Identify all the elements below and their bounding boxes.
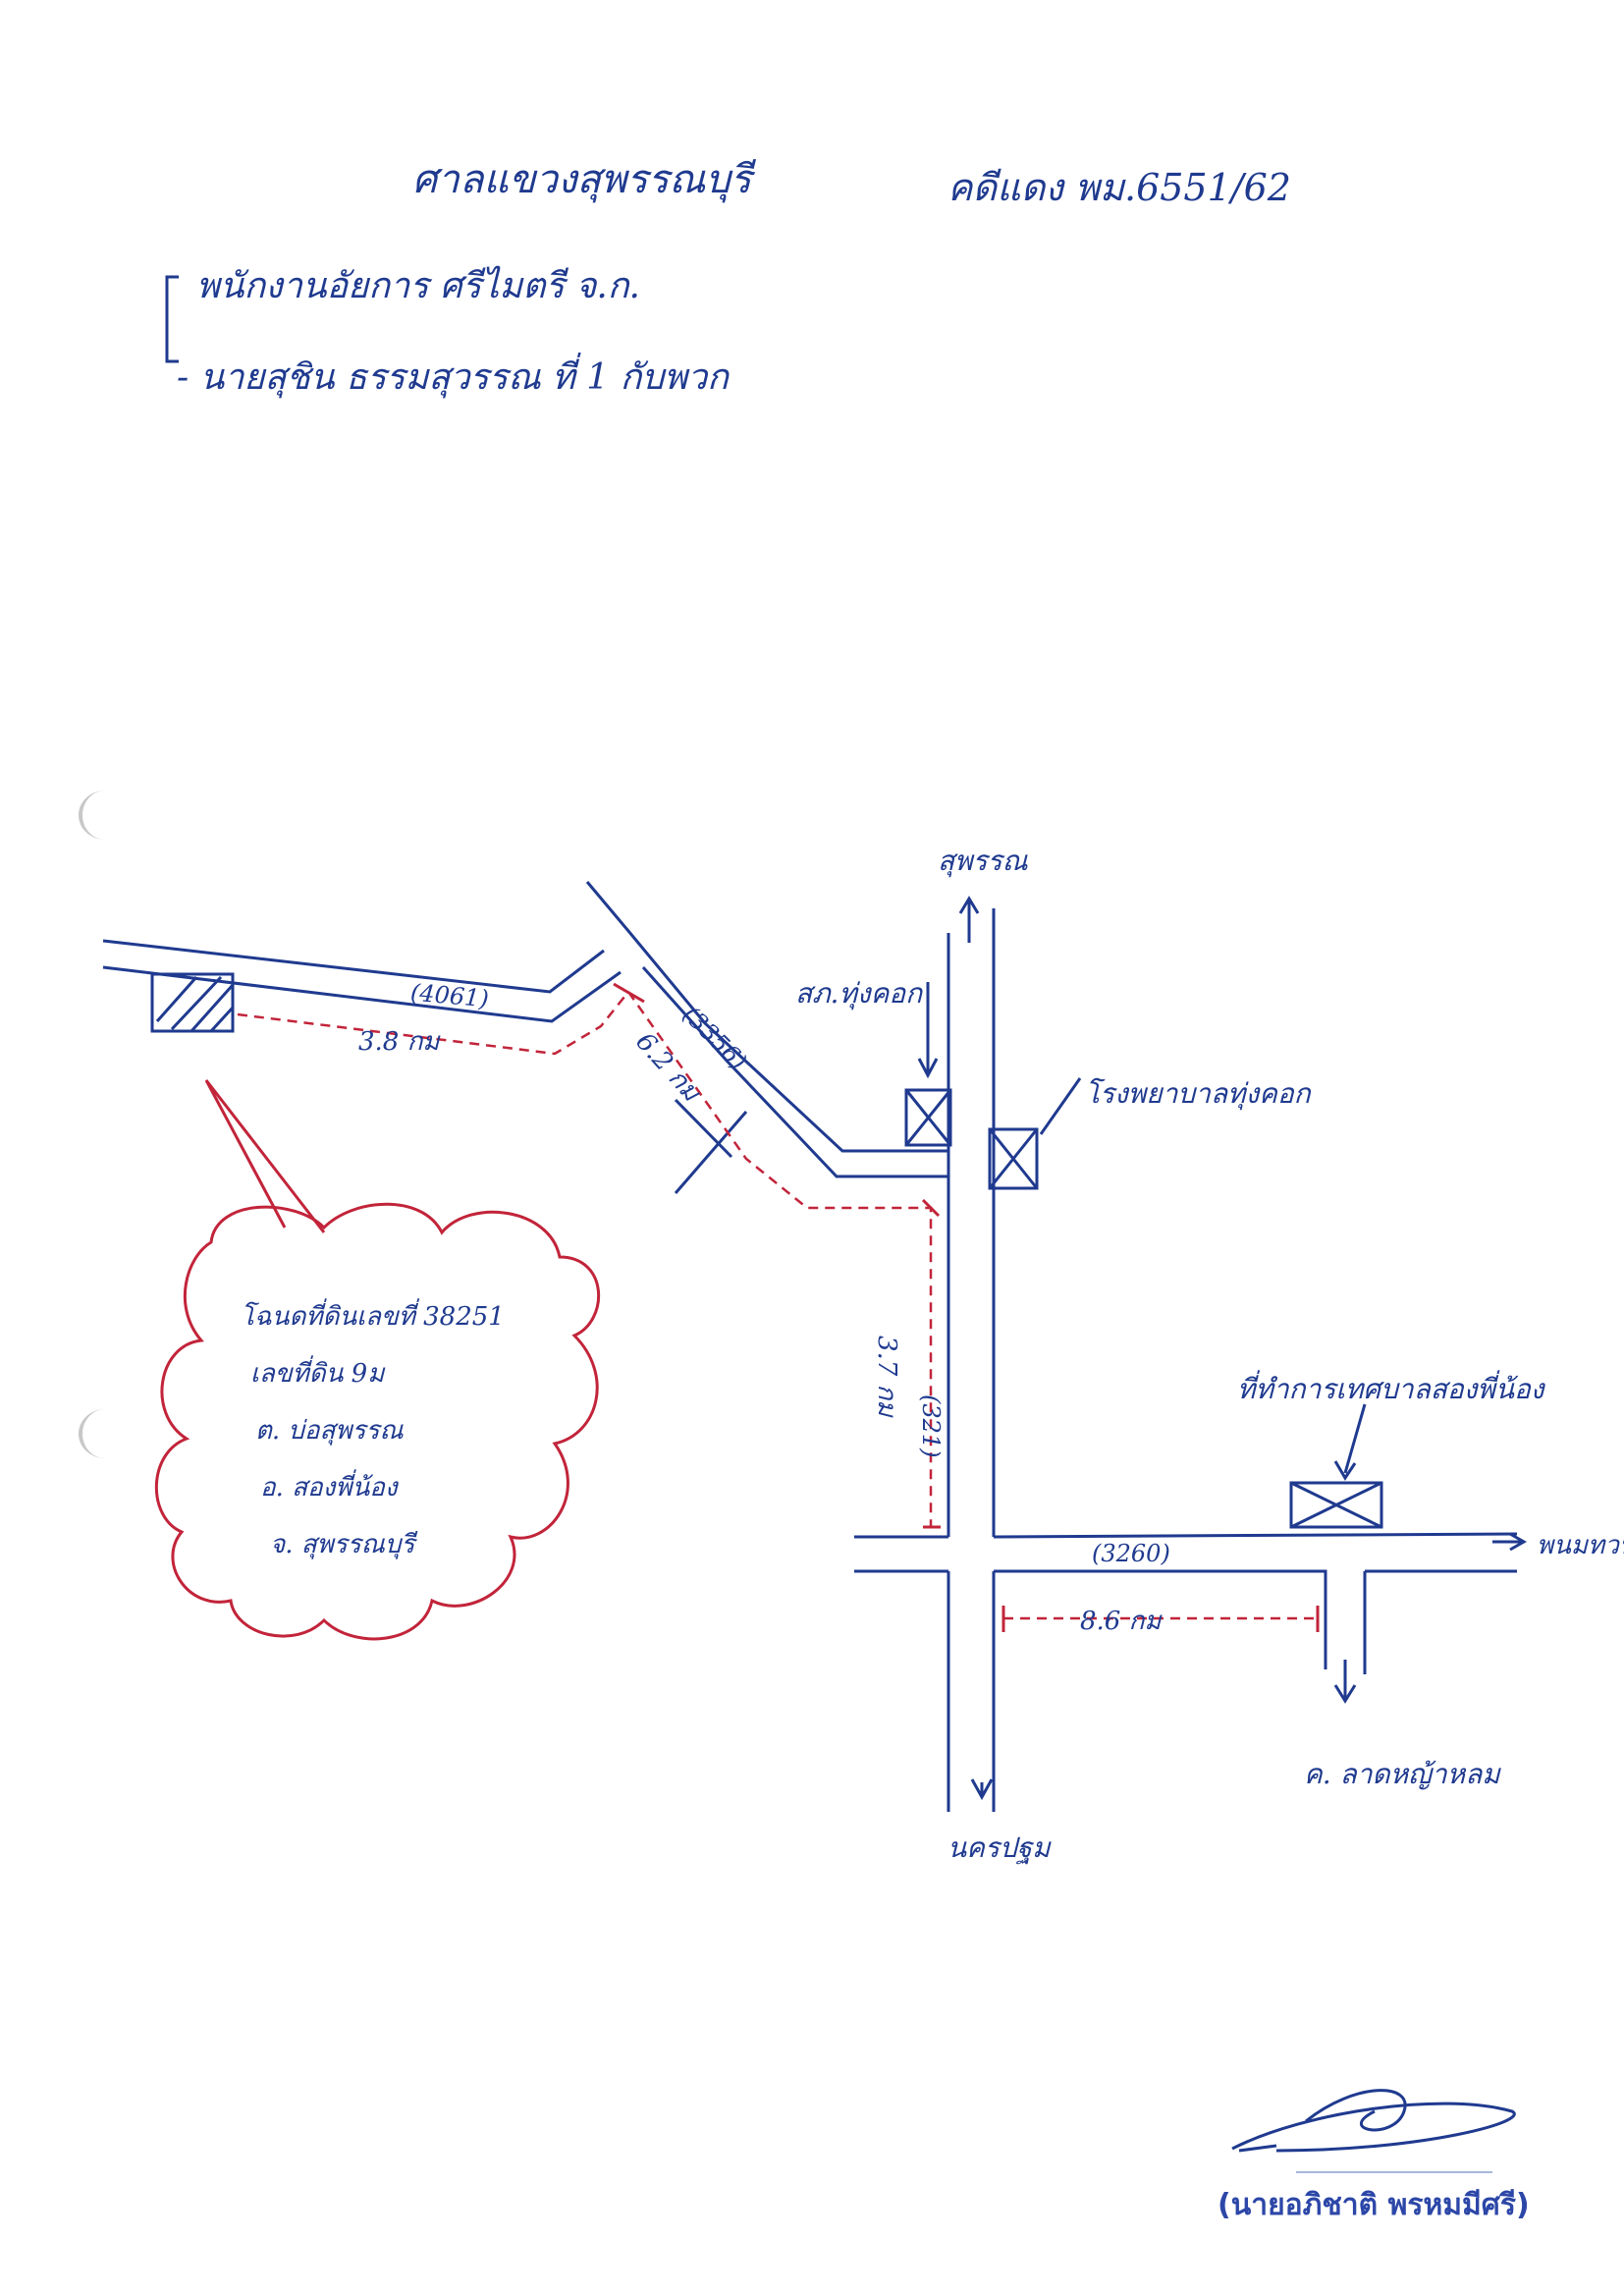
scene-box [1289, 1481, 1383, 1529]
arrow-east-icon [1492, 1532, 1528, 1552]
place-north: สุพรรณ [938, 845, 1028, 877]
distance-end-ticks [1001, 1606, 1320, 1632]
police-station-box [904, 1088, 952, 1147]
road-3356-upper [585, 881, 947, 1153]
party-line-2: - นายสุชิน ธรรมสุวรรณ ที่ 1 กับพวก [177, 357, 729, 398]
cloud-pointer-2 [204, 1079, 326, 1233]
cloud-line-1: โฉนดที่ดินเลขที่ 38251 [241, 1302, 505, 1332]
road-3260-east-upper [993, 1532, 1518, 1539]
cloud-line-4: อ. สองพี่น้อง [260, 1473, 398, 1502]
district-south-label: ค. ลาดหญ้าหลม [1304, 1758, 1500, 1790]
scene-arrow-icon [1333, 1403, 1367, 1481]
arrow-south-icon [970, 1778, 994, 1801]
road-4061-lower [102, 965, 622, 1023]
cloud-line-2: เลขที่ดิน 9ม [250, 1359, 385, 1389]
road-side-branch [674, 1111, 748, 1194]
signer-name: (นายอภิชาติ พรหมมีศรี) [1218, 2188, 1530, 2222]
police-arrow-icon [917, 982, 939, 1079]
arrow-south-branch-icon [1333, 1660, 1357, 1704]
hospital-arrow [1039, 1077, 1082, 1135]
hospital-label: โรงพยาบาลทุ่งคอก [1085, 1077, 1311, 1110]
scene-label: ที่ทำการเทศบาลสองพี่น้อง [1237, 1373, 1544, 1405]
road-4061-upper [102, 939, 605, 994]
distance-label-1: 3.8 กม [358, 1027, 440, 1057]
road-3356-stub [674, 1098, 733, 1159]
place-east: พนมทวน [1537, 1531, 1624, 1560]
police-station-label: สภ.ทุ่งคอก [795, 977, 923, 1010]
place-south: นครปฐม [947, 1831, 1051, 1864]
punch-hole [79, 1409, 132, 1458]
cloud-line-3: ต. บ่อสุพรรณ [255, 1416, 404, 1446]
distance-route-1 [237, 991, 629, 1056]
distance-ticks [204, 982, 941, 1529]
land-plot-hatch [155, 975, 235, 1033]
cloud-outline [154, 1202, 601, 1641]
road-label-3260: (3260) [1092, 1540, 1170, 1567]
party-line-1: พนักงานอัยการ ศรีไมตรี จ.ก. [196, 266, 641, 306]
scene-cross [1290, 1481, 1382, 1529]
road-3356-lower [641, 965, 947, 1178]
hospital-box [988, 1127, 1039, 1190]
court-name: ศาลแขวงสุพรรณบุรี [412, 157, 752, 202]
distance-label-4: 8.6 กม [1080, 1607, 1162, 1636]
arrow-north-icon [958, 896, 980, 943]
signature-stroke [1231, 2089, 1516, 2153]
police-station-cross [904, 1089, 952, 1146]
cloud-pointer-1 [204, 1079, 287, 1229]
road-3260-east-lower [994, 1569, 1327, 1669]
distance-routes [237, 991, 933, 1527]
punch-hole [79, 791, 132, 840]
case-number: คดีแดง พม.6551/62 [947, 166, 1291, 209]
header-bracket [165, 275, 179, 363]
cloud-line-5: จ. สุพรรณบุรี [270, 1530, 415, 1559]
distance-route-2 [626, 991, 933, 1527]
hospital-cross [988, 1128, 1039, 1189]
roads [102, 275, 1528, 1812]
